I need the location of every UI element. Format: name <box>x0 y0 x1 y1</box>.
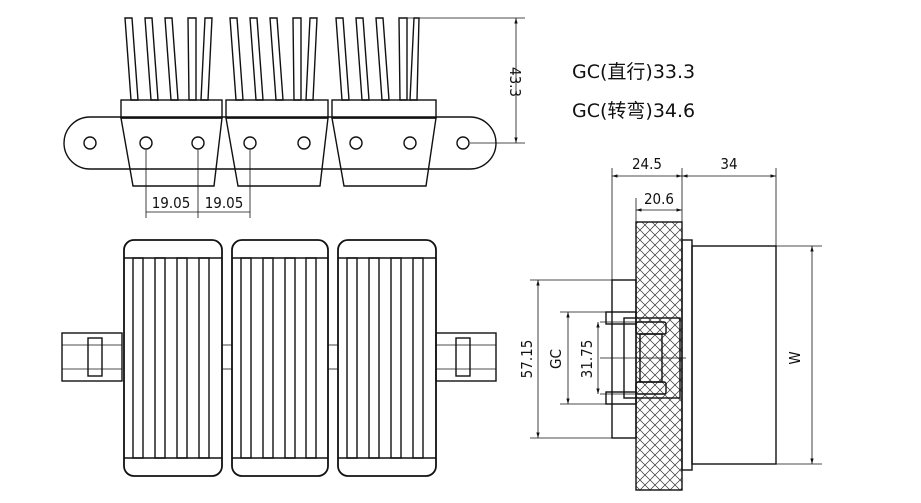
dim-gc: GC <box>547 349 565 369</box>
dim-height-top: 43.3 <box>506 67 524 97</box>
module-side <box>331 17 437 187</box>
side-view: 43.3 19.05 19.05 <box>63 17 525 218</box>
dim-pitch-2: 19.05 <box>205 194 244 212</box>
dim-34: 34 <box>720 155 737 173</box>
module-top <box>123 239 223 477</box>
spec-gc-curve: GC(转弯)34.6 <box>572 100 695 122</box>
pin-hole <box>456 136 470 150</box>
dim-31-75: 31.75 <box>578 340 596 379</box>
module-top <box>337 239 437 477</box>
dim-w: W <box>786 351 804 364</box>
top-view <box>61 239 497 477</box>
chain-link-left <box>61 332 123 382</box>
module-side <box>120 17 223 187</box>
dim-24-5: 24.5 <box>632 155 662 173</box>
module-top <box>231 239 329 477</box>
dim-20-6: 20.6 <box>644 190 674 208</box>
module-side <box>225 17 329 187</box>
chain-link-plate <box>63 116 497 170</box>
pin-hole <box>83 136 97 150</box>
spec-gc-straight: GC(直行)33.3 <box>572 61 695 83</box>
dim-pitch-1: 19.05 <box>152 194 191 212</box>
hatched-section <box>635 221 683 491</box>
section-view: 24.5 34 20.6 57.15 GC 31.75 W <box>518 155 822 491</box>
top-plate <box>691 245 777 465</box>
chain-link-right <box>435 332 497 382</box>
dim-57-15: 57.15 <box>518 340 536 379</box>
